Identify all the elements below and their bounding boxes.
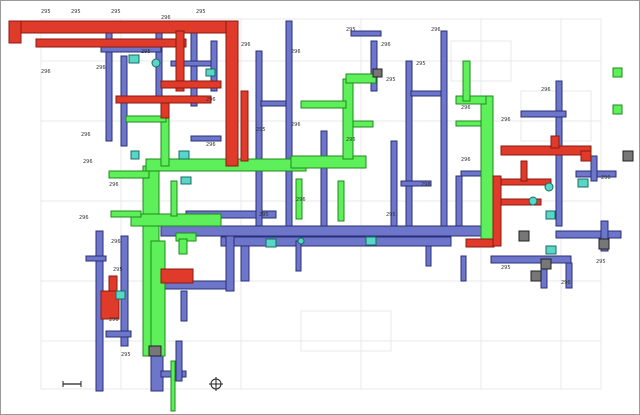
- equipment-unit-icon: [598, 238, 610, 250]
- duct-tag-label: 295: [416, 61, 426, 67]
- duct-tag-label: 296: [83, 159, 93, 165]
- duct-tag-label: 296: [346, 137, 356, 143]
- duct-tag-label: 296: [291, 122, 301, 128]
- duct-tag-label: 295: [121, 352, 131, 358]
- duct-tag-label: 296: [111, 239, 121, 245]
- duct-tag-label: 296: [421, 182, 431, 188]
- duct-tag-label: 295: [501, 265, 511, 271]
- duct-tag-label: 295: [386, 77, 396, 83]
- equipment-unit-icon: [612, 67, 623, 78]
- duct-tag-label: 296: [41, 69, 51, 75]
- duct-tag-label: 296: [206, 97, 216, 103]
- duct-tag-label: 296: [81, 132, 91, 138]
- duct-tag-label: 296: [206, 142, 216, 148]
- equipment-unit-icon: [372, 68, 383, 78]
- equipment-unit-icon: [545, 210, 556, 220]
- supply-duct-layer: [8, 20, 592, 320]
- duct-tag-label: 296: [431, 27, 441, 33]
- duct-tag-label: 296: [461, 105, 471, 111]
- equipment-unit-icon: [540, 258, 552, 270]
- duct-tag-label: 295: [111, 9, 121, 15]
- scale-bar: [62, 381, 82, 387]
- duct-tag-label: 296: [296, 197, 306, 203]
- duct-tag-label: 296: [561, 280, 571, 286]
- duct-tag-label: 296: [109, 317, 119, 323]
- duct-tag-label: 296: [461, 157, 471, 163]
- air-terminal-icon: [151, 58, 161, 68]
- duct-tag-label: 296: [501, 117, 511, 123]
- equipment-unit-icon: [178, 150, 190, 160]
- equipment-unit-icon: [577, 178, 589, 188]
- duct-tag-label: 296: [109, 182, 119, 188]
- duct-tag-label: 295: [113, 267, 123, 273]
- equipment-layer: [115, 54, 634, 357]
- duct-tag-label: 296: [96, 65, 106, 71]
- air-terminal-icon: [297, 237, 305, 245]
- duct-tag-label: 296: [381, 42, 391, 48]
- equipment-unit-icon: [580, 150, 592, 162]
- equipment-unit-icon: [612, 104, 623, 115]
- equipment-unit-icon: [180, 176, 192, 185]
- duct-tag-label: 296: [291, 49, 301, 55]
- equipment-unit-icon: [148, 345, 162, 357]
- equipment-unit-icon: [365, 236, 377, 246]
- equipment-unit-icon: [530, 270, 542, 282]
- north-arrow-icon: [209, 377, 223, 391]
- duct-tag-label: 296: [241, 42, 251, 48]
- duct-tag-label: 295: [259, 212, 269, 218]
- duct-tag-label: 295: [346, 27, 356, 33]
- duct-tag-label: 296: [541, 87, 551, 93]
- duct-labels: 295 295 295 296 295 296 296 295 296 296 296 295 296 2…: [41, 9, 611, 358]
- equipment-unit-icon: [518, 230, 530, 242]
- duct-tag-label: 295: [256, 127, 266, 133]
- duct-tag-label: 295: [141, 49, 151, 55]
- equipment-unit-icon: [115, 290, 126, 300]
- equipment-unit-icon: [265, 238, 277, 248]
- duct-tag-label: 295: [71, 9, 81, 15]
- duct-tag-label: 296: [601, 175, 611, 181]
- duct-tag-label: 296: [79, 215, 89, 221]
- duct-tag-label: 295: [41, 9, 51, 15]
- equipment-unit-icon: [205, 68, 216, 77]
- duct-tag-label: 296: [161, 15, 171, 21]
- equipment-unit-icon: [545, 245, 557, 255]
- equipment-unit-icon: [128, 54, 140, 64]
- air-terminal-icon: [544, 182, 554, 192]
- duct-tag-label: 295: [196, 9, 206, 15]
- equipment-unit-icon: [622, 150, 634, 162]
- duct-tag-label: 295: [386, 212, 396, 218]
- equipment-unit-icon: [130, 150, 140, 160]
- duct-tag-label: 295: [596, 259, 606, 265]
- air-terminal-icon: [528, 196, 538, 206]
